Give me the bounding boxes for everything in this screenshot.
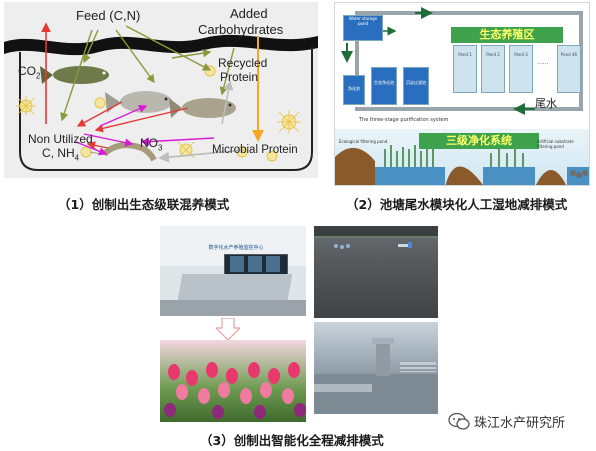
purification-box-3: 沉淀过滤池 xyxy=(403,67,429,105)
caption-panel-2: （2）池塘尾水模块化人工湿地减排模式 xyxy=(346,197,568,212)
control-room-banner: 数字化水产养殖监控中心 xyxy=(208,245,264,251)
caption-panel-3: （3）创制出智能化全程减排模式 xyxy=(200,433,384,448)
right-pipe xyxy=(579,11,583,111)
tulips-graphic xyxy=(164,362,306,419)
recycled-protein-label-line2: Protein xyxy=(220,70,259,84)
recycled-protein-label-line1: Recycled xyxy=(218,56,268,70)
added-carbohydrates-label-line1: Added xyxy=(230,6,268,21)
watermark: 珠江水产研究所 xyxy=(448,410,588,432)
tail-water-label: 尾水 xyxy=(535,97,557,110)
purification-system-caption: The three-stage purification system xyxy=(359,117,449,123)
purification-zone-label: 三级净化系统 xyxy=(419,133,539,149)
pond-2: Pond 2 xyxy=(481,45,505,93)
feed-label: Feed (C,N) xyxy=(76,8,141,23)
non-utilized-label-line1: Non Utilized xyxy=(28,132,93,146)
bottom-pipe xyxy=(355,107,583,111)
pond-ellipsis: ...... xyxy=(537,59,549,66)
purification-box-1: 净化池 xyxy=(343,75,365,105)
culture-zone-label: 生态养殖区 xyxy=(451,27,563,43)
water-storage-pond: Water storage pond xyxy=(343,15,383,41)
purification-facility-photo xyxy=(314,322,438,414)
wechat-icon xyxy=(448,412,470,430)
purification-box-2: 生态净化池 xyxy=(371,67,397,105)
fish-icon-bighead xyxy=(169,98,236,118)
non-utilized-label-line2: C, NH4 xyxy=(42,146,80,163)
pond-1: Pond 1 xyxy=(453,45,477,93)
pond-3: Pond 3 xyxy=(509,45,533,93)
watermark-text: 珠江水产研究所 xyxy=(474,416,566,431)
left-pipe xyxy=(355,11,359,101)
tulip-greenhouse-photo xyxy=(160,340,306,422)
facility-graphic xyxy=(314,338,438,414)
stage-right-label: Artificial substrate filtering pond xyxy=(537,139,574,149)
co2-label: CO2 xyxy=(18,64,41,81)
aerator-icons xyxy=(334,242,412,249)
tank-outline xyxy=(19,46,313,171)
tailwater-wetland-diagram: Water storage pond 生态养殖区 Pond 1 Pond 2 P… xyxy=(334,2,590,186)
aquaculture-pond-photo xyxy=(314,226,438,318)
no3-label: NO3 xyxy=(140,136,163,153)
down-arrow-icon xyxy=(216,318,240,340)
microbial-protein-label: Microbial Protein xyxy=(212,144,298,156)
cascade-diagram-graphic xyxy=(4,22,318,171)
fish-icon-silver xyxy=(105,91,172,113)
added-carbohydrates-label-line2: Carbohydrates xyxy=(198,22,284,37)
pond-46: Pond 46 xyxy=(557,45,581,93)
top-pipe xyxy=(355,11,583,15)
caption-panel-1: （1）创制出生态级联混养模式 xyxy=(58,197,230,212)
wetland-graphic xyxy=(335,145,589,185)
control-room-photo: 数字化水产养殖监控中心 xyxy=(160,226,306,316)
cascade-culture-diagram: Feed (C,N) Added Carbohydrates Recycled … xyxy=(4,2,318,178)
stage-left-label: Ecological filtering pond xyxy=(339,139,388,144)
